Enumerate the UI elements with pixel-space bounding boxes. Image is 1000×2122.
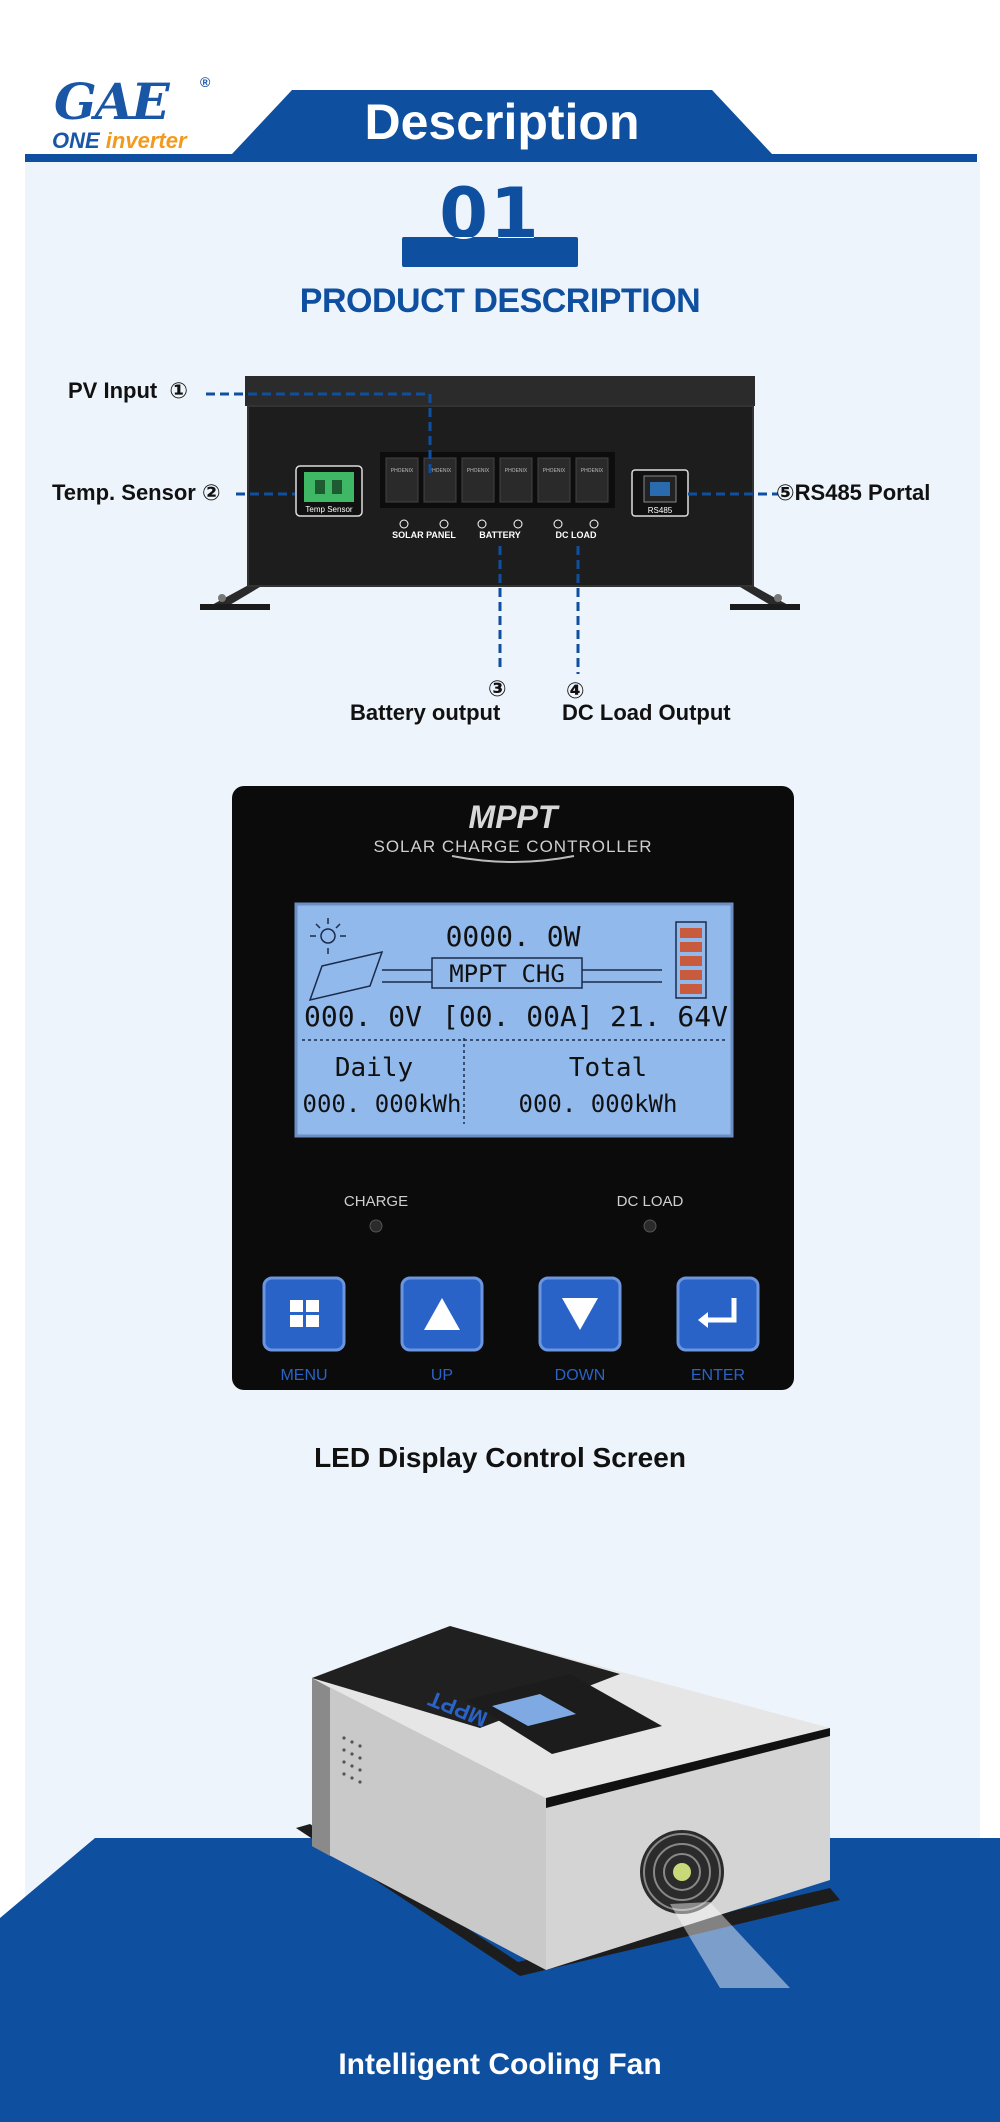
pv-input-number: ①	[169, 378, 188, 403]
header-title: Description	[364, 94, 640, 150]
header-divider	[25, 154, 977, 162]
charge-indicator-label: CHARGE	[344, 1193, 408, 1210]
up-button-label: UP	[431, 1367, 453, 1384]
menu-button[interactable]: MENU	[262, 1276, 346, 1384]
rs485-portal-label: RS485 Portal	[794, 480, 931, 505]
down-button-label: DOWN	[555, 1367, 606, 1384]
battery-label: BATTERY	[479, 530, 521, 540]
lcd-power: 0000. 0W	[446, 920, 581, 953]
temp-sensor-label: Temp. Sensor	[52, 480, 196, 505]
callout-dc-load-number: ④	[566, 678, 585, 703]
terminal-brand-2: PHOENIX	[429, 468, 452, 474]
rs485-number: ⑤	[776, 480, 795, 505]
terminal-brand-5: PHOENIX	[543, 468, 566, 474]
enter-button[interactable]: ENTER	[676, 1276, 760, 1384]
fan-caption: Intelligent Cooling Fan	[338, 2048, 662, 2081]
terminal-brand-1: PHOENIX	[391, 468, 414, 474]
lcd-total-label: Total	[569, 1053, 647, 1083]
logo-text: ONE inverter	[52, 128, 187, 154]
section-number-bar	[402, 237, 578, 267]
terminal-device-image: Temp Sensor PHOENIX PHOENIX PHOENIX PHOE…	[200, 376, 800, 610]
logo-text-inverter: inverter	[105, 128, 187, 153]
up-button[interactable]: UP	[400, 1276, 484, 1384]
temp-sensor-number: ②	[201, 480, 221, 505]
lcd-mode: MPPT CHG	[449, 960, 565, 988]
lcd-title: MPPT	[469, 799, 560, 835]
terminal-brand-4: PHOENIX	[505, 468, 528, 474]
logo-text-one: ONE	[52, 128, 106, 153]
logo-mark: GAE	[54, 72, 170, 131]
enter-button-label: ENTER	[691, 1367, 745, 1384]
lcd-pv-voltage: 000. 0V	[304, 1000, 422, 1033]
callout-pv-input: PV Input ①	[68, 378, 188, 404]
section-number-digits-overlay: 01	[439, 173, 541, 255]
terminal-brand-6: PHOENIX	[581, 468, 604, 474]
lcd-battery-voltage: 21. 64V	[610, 1000, 728, 1033]
lcd-subtitle: SOLAR CHARGE CONTROLLER	[374, 837, 653, 856]
dc-load-indicator-led	[643, 1219, 657, 1233]
callout-dc-load-output: DC Load Output	[562, 700, 731, 725]
lcd-daily-label: Daily	[335, 1053, 413, 1083]
rs485-device-label: RS485	[648, 506, 673, 515]
pv-input-label: PV Input	[68, 378, 158, 403]
dc-load-indicator-label: DC LOAD	[617, 1193, 684, 1210]
dc-load-label: DC LOAD	[556, 530, 597, 540]
callout-lines	[206, 392, 778, 674]
lcd-caption: LED Display Control Screen	[314, 1442, 686, 1473]
charge-indicator-led	[369, 1219, 383, 1233]
callout-battery-number: ③	[488, 676, 507, 701]
callout-rs485: ⑤RS485 Portal	[776, 480, 930, 506]
lcd-daily-value: 000. 000kWh	[303, 1090, 462, 1118]
down-button[interactable]: DOWN	[538, 1276, 622, 1384]
lcd-total-value: 000. 000kWh	[519, 1090, 678, 1118]
callout-battery-output: Battery output	[350, 700, 501, 725]
lcd-current: [00. 00A]	[442, 1000, 594, 1033]
solar-panel-label: SOLAR PANEL	[392, 530, 456, 540]
callout-temp-sensor: Temp. Sensor ②	[52, 480, 221, 506]
menu-button-label: MENU	[280, 1367, 327, 1384]
header-tab	[232, 90, 772, 154]
section-number: 01 01	[400, 174, 580, 271]
temp-sensor-device-label: Temp Sensor	[305, 505, 352, 514]
brand-logo[interactable]: GAE ® ONE inverter	[50, 72, 220, 162]
section-title: PRODUCT DESCRIPTION	[299, 282, 701, 320]
registered-mark: ®	[200, 74, 211, 90]
terminal-brand-3: PHOENIX	[467, 468, 490, 474]
lcd-control-panel-image: MPPT SOLAR CHARGE CONTROLLER 0000. 0W MP…	[232, 786, 794, 1390]
cooling-fan-device-image: MPPT	[296, 1626, 840, 1988]
